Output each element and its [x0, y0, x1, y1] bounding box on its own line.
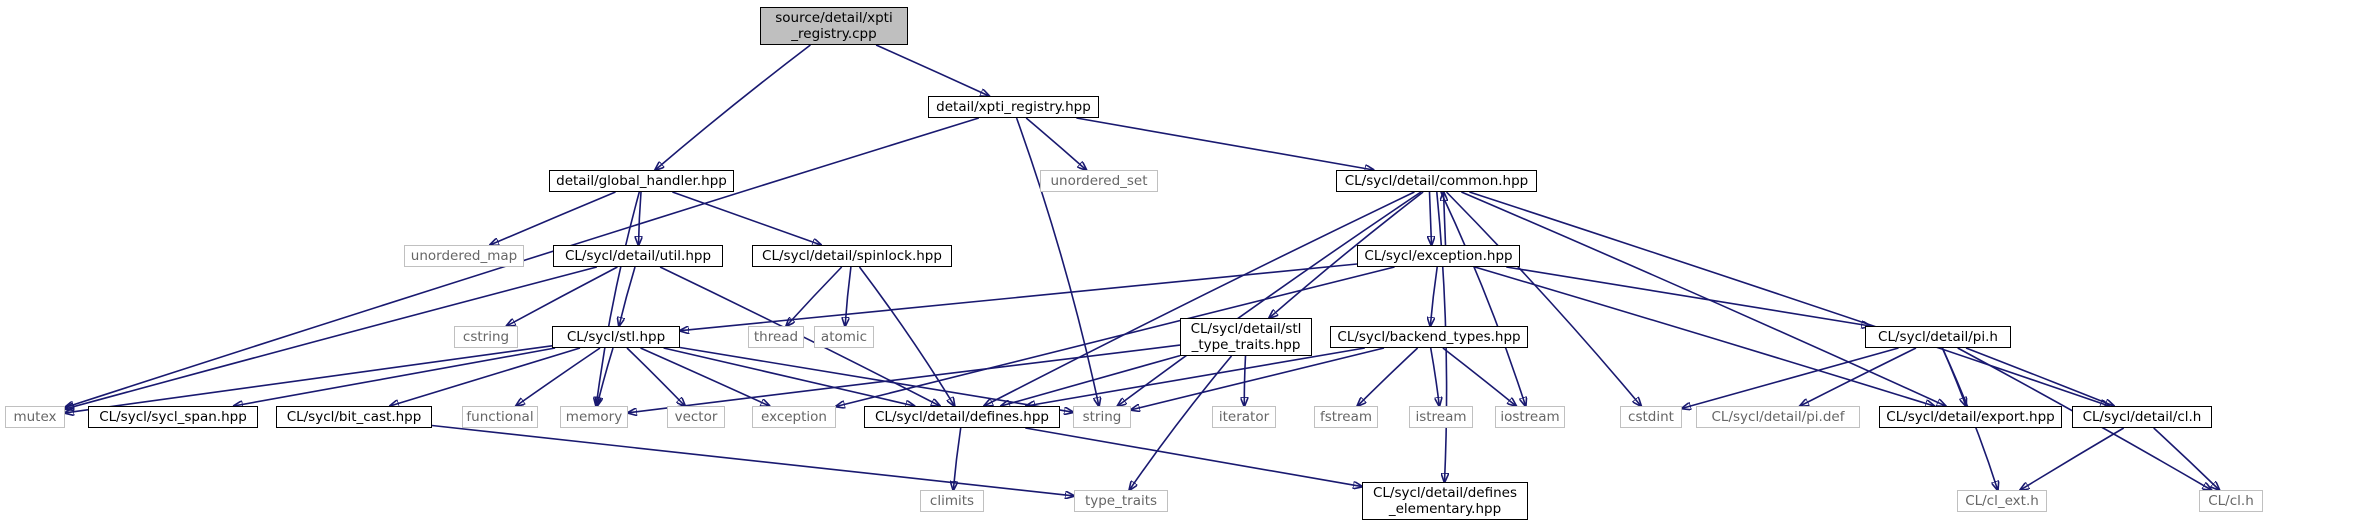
node-backend-types-hpp[interactable]: CL/sycl/backend_types.hpp: [1330, 326, 1528, 348]
edge-util-to-cstring: [507, 266, 618, 326]
node-stl-hpp[interactable]: CL/sycl/stl.hpp: [552, 326, 680, 348]
edge-defines-to-defelem: [1025, 427, 1362, 487]
edge-defines-to-climits: [953, 427, 962, 490]
edge-stt-to-iterator: [1244, 355, 1245, 406]
node-unordered-map[interactable]: unordered_map: [404, 245, 524, 267]
edge-exc-to-stl: [680, 263, 1358, 331]
node-iterator[interactable]: iterator: [1212, 406, 1276, 428]
node-stl-type-traits-hpp[interactable]: CL/sycl/detail/stl _type_traits.hpp: [1180, 318, 1312, 356]
edge-pi-to-pidef: [1800, 347, 1917, 406]
edge-spin-to-thread: [786, 266, 843, 326]
node-cstdint[interactable]: cstdint: [1620, 406, 1682, 428]
edge-stt-to-typetraits: [1129, 355, 1233, 490]
edge-common-to-iostream: [1440, 191, 1526, 406]
edge-stl-to-mutex: [65, 345, 553, 413]
node-export-hpp[interactable]: CL/sycl/detail/export.hpp: [1879, 406, 2062, 428]
edge-src-to-xreg: [875, 44, 989, 96]
edge-stl-to-defines: [663, 347, 915, 406]
edge-stl-to-exception: [640, 347, 770, 406]
node-pi-def[interactable]: CL/sycl/detail/pi.def: [1696, 406, 1860, 428]
node-climits[interactable]: climits: [920, 490, 984, 512]
node-iostream[interactable]: iostream: [1495, 406, 1565, 428]
node-cl-ext-h[interactable]: CL/cl_ext.h: [1957, 490, 2047, 512]
edge-common-to-stt: [1269, 191, 1424, 318]
edge-pi-to-cstdint: [1682, 347, 1899, 408]
edge-bt-to-defines: [1026, 347, 1365, 406]
edge-bt-to-fstream: [1357, 347, 1419, 406]
edge-bt-to-istream: [1429, 347, 1440, 406]
node-exception-std[interactable]: exception: [752, 406, 836, 428]
edge-util-to-mutex: [65, 266, 598, 409]
edge-stl-to-bitcast: [390, 347, 581, 406]
edge-stt-to-memory: [628, 344, 1181, 413]
edge-xreg-to-common: [1076, 117, 1373, 170]
edge-spin-to-defines: [858, 266, 955, 406]
node-util-hpp[interactable]: CL/sycl/detail/util.hpp: [553, 245, 723, 267]
node-spinlock-hpp[interactable]: CL/sycl/detail/spinlock.hpp: [752, 245, 952, 267]
node-sycl-span-hpp[interactable]: CL/sycl/sycl_span.hpp: [88, 406, 258, 428]
edge-stl-to-vector: [626, 347, 685, 406]
node-cl-h[interactable]: CL/cl.h: [2199, 490, 2263, 512]
node-memory[interactable]: memory: [560, 406, 628, 428]
edge-pi-to-clh_detail: [1965, 347, 2114, 406]
edge-common-to-defines: [984, 191, 1415, 406]
edge-exc-to-export: [1474, 266, 1934, 406]
edge-common-to-cstdint: [1445, 191, 1642, 406]
edge-xreg-to-uset: [1025, 117, 1086, 170]
edge-gh-to-spin: [672, 191, 821, 245]
edge-bt-to-string: [1131, 347, 1385, 410]
edge-common-to-exc: [1430, 191, 1432, 245]
node-defines-elementary-hpp[interactable]: CL/sycl/detail/defines _elementary.hpp: [1362, 482, 1528, 520]
node-detail-xpti-registry-hpp[interactable]: detail/xpti_registry.hpp: [928, 96, 1099, 118]
edge-gh-to-umap: [490, 191, 616, 245]
edge-clh_detail-to-clh: [2153, 427, 2220, 490]
node-detail-global-handler-hpp[interactable]: detail/global_handler.hpp: [549, 170, 734, 192]
edge-stl-to-memory: [597, 347, 614, 406]
edge-exc-to-pi: [1506, 266, 1870, 326]
edge-group: [65, 44, 2220, 496]
node-defines-hpp[interactable]: CL/sycl/detail/defines.hpp: [864, 406, 1060, 428]
node-common-hpp[interactable]: CL/sycl/detail/common.hpp: [1336, 170, 1537, 192]
node-exception-hpp[interactable]: CL/sycl/exception.hpp: [1357, 245, 1520, 267]
edge-bt-to-iostream: [1442, 347, 1516, 406]
node-cstring[interactable]: cstring: [454, 326, 518, 348]
edge-exc-to-bt: [1430, 266, 1438, 326]
edge-clh_detail-to-clext: [2020, 427, 2125, 490]
node-pi-h[interactable]: CL/sycl/detail/pi.h: [1865, 326, 2011, 348]
node-xpti-registry-cpp[interactable]: source/detail/xpti _registry.cpp: [760, 7, 908, 45]
node-unordered-set[interactable]: unordered_set: [1040, 170, 1158, 192]
node-fstream[interactable]: fstream: [1314, 406, 1378, 428]
edge-exc-to-common: [1444, 192, 1446, 246]
node-type-traits[interactable]: type_traits: [1074, 490, 1168, 512]
node-thread[interactable]: thread: [748, 326, 804, 348]
edge-spin-to-atomic: [845, 266, 852, 326]
edge-util-to-stl: [619, 266, 636, 326]
edge-stl-to-span: [234, 347, 556, 406]
edge-bitcast-to-typetraits: [431, 424, 1074, 496]
edge-gh-to-memory: [596, 191, 641, 406]
node-detail-cl-h[interactable]: CL/sycl/detail/cl.h: [2072, 406, 2212, 428]
edge-common-to-clh_detail: [1469, 191, 2109, 406]
edge-src-to-gh: [655, 44, 811, 170]
edge-gh-to-util: [639, 191, 642, 245]
node-vector[interactable]: vector: [667, 406, 725, 428]
edge-stl-to-functional: [516, 347, 601, 406]
node-atomic[interactable]: atomic: [814, 326, 874, 348]
edge-stl-to-string: [679, 346, 1073, 413]
node-string[interactable]: string: [1073, 406, 1131, 428]
edge-exc-to-exception: [836, 266, 1395, 407]
node-bit-cast-hpp[interactable]: CL/sycl/bit_cast.hpp: [276, 406, 432, 428]
edge-xreg-to-string: [1015, 117, 1099, 406]
node-mutex[interactable]: mutex: [5, 406, 65, 428]
node-istream[interactable]: istream: [1409, 406, 1473, 428]
node-functional[interactable]: functional: [462, 406, 538, 428]
edge-stt-to-defines: [1001, 354, 1181, 406]
